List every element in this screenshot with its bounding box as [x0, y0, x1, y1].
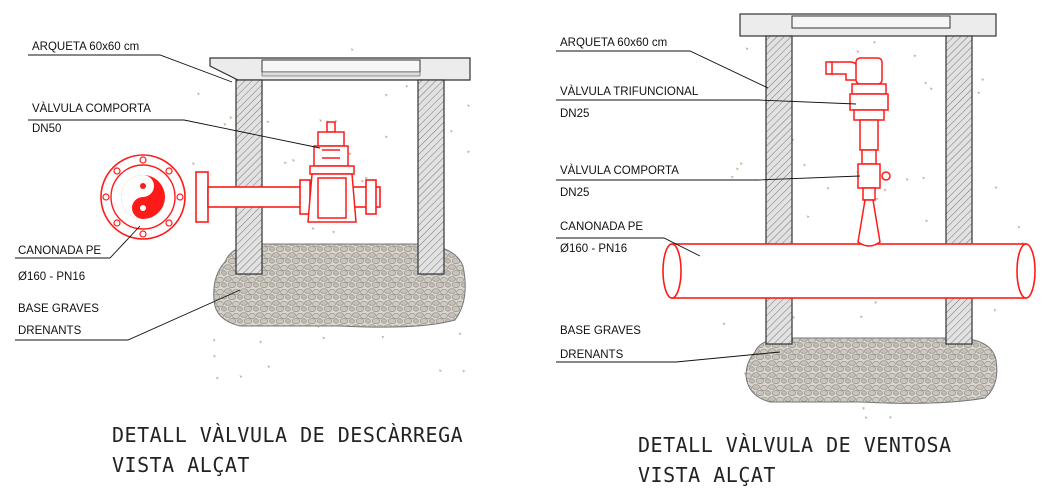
- soil-speckle: [859, 315, 863, 319]
- left-wall-right: [417, 79, 445, 275]
- soil-speckle: [977, 91, 981, 95]
- soil-speckle: [213, 354, 217, 358]
- soil-speckle: [364, 176, 368, 180]
- left-gravel-base: [213, 243, 466, 328]
- soil-speckle: [197, 92, 201, 96]
- right-detail: ARQUETA 60x60 cm VÀLVULA TRIFUNCIONAL DN…: [556, 13, 1036, 487]
- left-label-valvula-comporta: VÀLVULA COMPORTA: [32, 102, 151, 115]
- right-gravel-base: [745, 337, 998, 404]
- soil-speckle: [462, 369, 466, 373]
- soil-speckle: [981, 78, 985, 82]
- soil-speckle: [458, 332, 462, 336]
- soil-speckle: [803, 163, 807, 167]
- soil-speckle: [311, 227, 315, 231]
- soil-speckle: [924, 81, 928, 85]
- soil-speckle: [384, 135, 388, 139]
- left-gate-valve: [307, 121, 357, 223]
- soil-speckle: [332, 230, 336, 234]
- right-label-valvula-trifuncional-dn: DN25: [560, 108, 589, 120]
- right-air-valve: [825, 57, 891, 247]
- soil-speckle: [223, 122, 227, 126]
- soil-speckle: [993, 308, 997, 312]
- soil-speckle: [291, 159, 295, 163]
- soil-speckle: [467, 104, 471, 108]
- right-label-base-2: DRENANTS: [560, 349, 624, 361]
- right-subtitle: VISTA ALÇAT: [638, 463, 776, 487]
- soil-speckle: [267, 365, 271, 369]
- soil-speckle: [730, 175, 734, 179]
- right-label-canonada-spec: Ø160 - PN16: [560, 243, 627, 255]
- soil-speckle: [381, 335, 385, 339]
- soil-speckle: [229, 116, 233, 120]
- soil-speckle: [215, 376, 219, 380]
- soil-speckle: [239, 375, 243, 379]
- soil-speckle: [322, 336, 326, 340]
- soil-speckle: [913, 54, 917, 58]
- right-label-valvula-comporta-dn: DN25: [560, 187, 589, 199]
- soil-speckle: [862, 406, 866, 410]
- soil-speckle: [736, 167, 740, 171]
- soil-speckle: [350, 48, 354, 52]
- left-label-base-1: BASE GRAVES: [18, 303, 99, 315]
- soil-speckle: [905, 178, 909, 182]
- left-subtitle: VISTA ALÇAT: [112, 453, 250, 477]
- soil-speckle: [266, 120, 270, 124]
- right-title: DETALL VÀLVULA DE VENTOSA: [638, 433, 952, 457]
- soil-speckle: [883, 188, 887, 192]
- soil-speckle: [722, 322, 726, 326]
- right-label-arqueta: ARQUETA 60x60 cm: [560, 37, 667, 49]
- soil-speckle: [864, 416, 868, 420]
- soil-speckle: [745, 47, 749, 51]
- soil-speckle: [925, 219, 929, 223]
- left-title: DETALL VÀLVULA DE DESCÀRREGA: [112, 423, 463, 447]
- right-label-canonada: CANONADA PE: [560, 221, 643, 233]
- right-label-valvula-comporta: VÀLVULA COMPORTA: [560, 164, 679, 177]
- soil-speckle: [449, 129, 453, 133]
- soil-speckle: [792, 315, 796, 319]
- left-pipe-section: [100, 154, 186, 240]
- left-label-canonada: CANONADA PE: [18, 245, 101, 257]
- soil-speckle: [874, 301, 878, 305]
- right-main-pipe: [662, 243, 1036, 299]
- soil-speckle: [1017, 225, 1021, 229]
- soil-speckle: [384, 93, 388, 97]
- soil-speckle: [922, 176, 926, 180]
- soil-speckle: [283, 161, 287, 165]
- left-wall-left: [235, 79, 263, 275]
- left-label-base-2: DRENANTS: [18, 325, 82, 337]
- soil-speckle: [259, 340, 263, 344]
- left-label-canonada-spec: Ø160 - PN16: [18, 271, 85, 283]
- soil-speckle: [360, 179, 364, 183]
- soil-speckle: [888, 415, 892, 419]
- soil-speckle: [319, 119, 323, 123]
- soil-speckle: [806, 215, 810, 219]
- soil-speckle: [192, 162, 196, 166]
- soil-speckle: [212, 338, 216, 342]
- soil-speckle: [856, 50, 860, 54]
- soil-speckle: [438, 369, 442, 373]
- soil-speckle: [875, 197, 879, 201]
- soil-speckle: [929, 87, 933, 91]
- soil-speckle: [739, 162, 743, 166]
- soil-speckle: [405, 84, 409, 88]
- left-label-valvula-comporta-dn: DN50: [32, 123, 61, 135]
- right-label-valvula-trifuncional: VÀLVULA TRIFUNCIONAL: [560, 85, 699, 98]
- soil-speckle: [994, 186, 998, 190]
- right-label-base-1: BASE GRAVES: [560, 325, 641, 337]
- soil-speckle: [826, 186, 830, 190]
- soil-speckle: [348, 152, 352, 156]
- left-label-arqueta: ARQUETA 60x60 cm: [32, 41, 139, 53]
- soil-speckle: [467, 150, 471, 154]
- left-detail: ARQUETA 60x60 cm VÀLVULA COMPORTA DN50 C…: [15, 41, 471, 477]
- soil-speckle: [873, 40, 877, 44]
